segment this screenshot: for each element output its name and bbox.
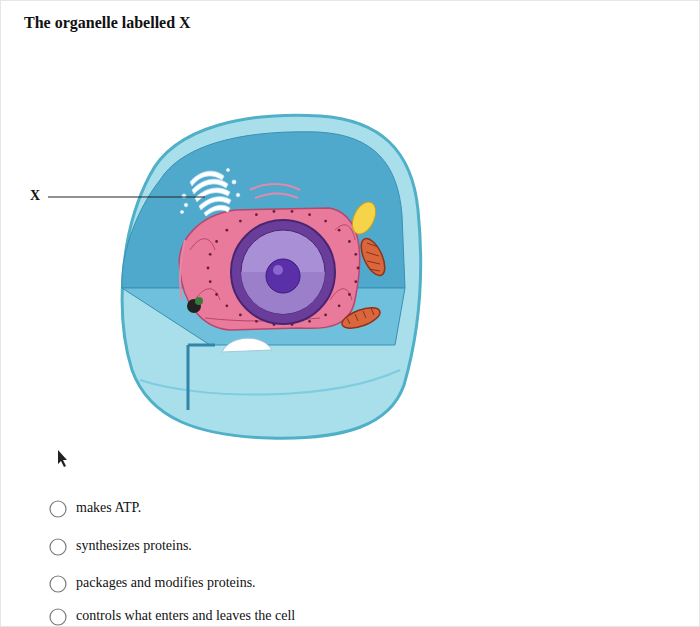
rough-er [179, 208, 359, 330]
answer-option: synthesizes proteins. [76, 538, 192, 554]
ribosomes [207, 210, 360, 326]
membrane-edge [140, 370, 400, 395]
vesicle-cut [222, 338, 272, 352]
answer-option: packages and modifies proteins. [76, 575, 256, 591]
nucleolus [266, 259, 300, 293]
cell-membrane [122, 115, 420, 438]
centriole [187, 297, 203, 313]
nucleoplasm [241, 230, 325, 314]
question-title: The organelle labelled X [24, 14, 191, 32]
cut-edge [188, 345, 215, 410]
mouse-cursor [58, 450, 67, 467]
vesicle [348, 198, 380, 237]
radio-button [50, 501, 66, 625]
leader-line [48, 197, 205, 198]
callout-letter: X [30, 188, 40, 204]
nuclear-envelope [231, 220, 335, 324]
answer-option: makes ATP. [76, 500, 141, 516]
mitochondria [339, 235, 389, 332]
nucleolus-shine [273, 265, 283, 275]
golgi-apparatus [180, 168, 239, 216]
answer-option: controls what enters and leaves the cell [76, 608, 295, 624]
